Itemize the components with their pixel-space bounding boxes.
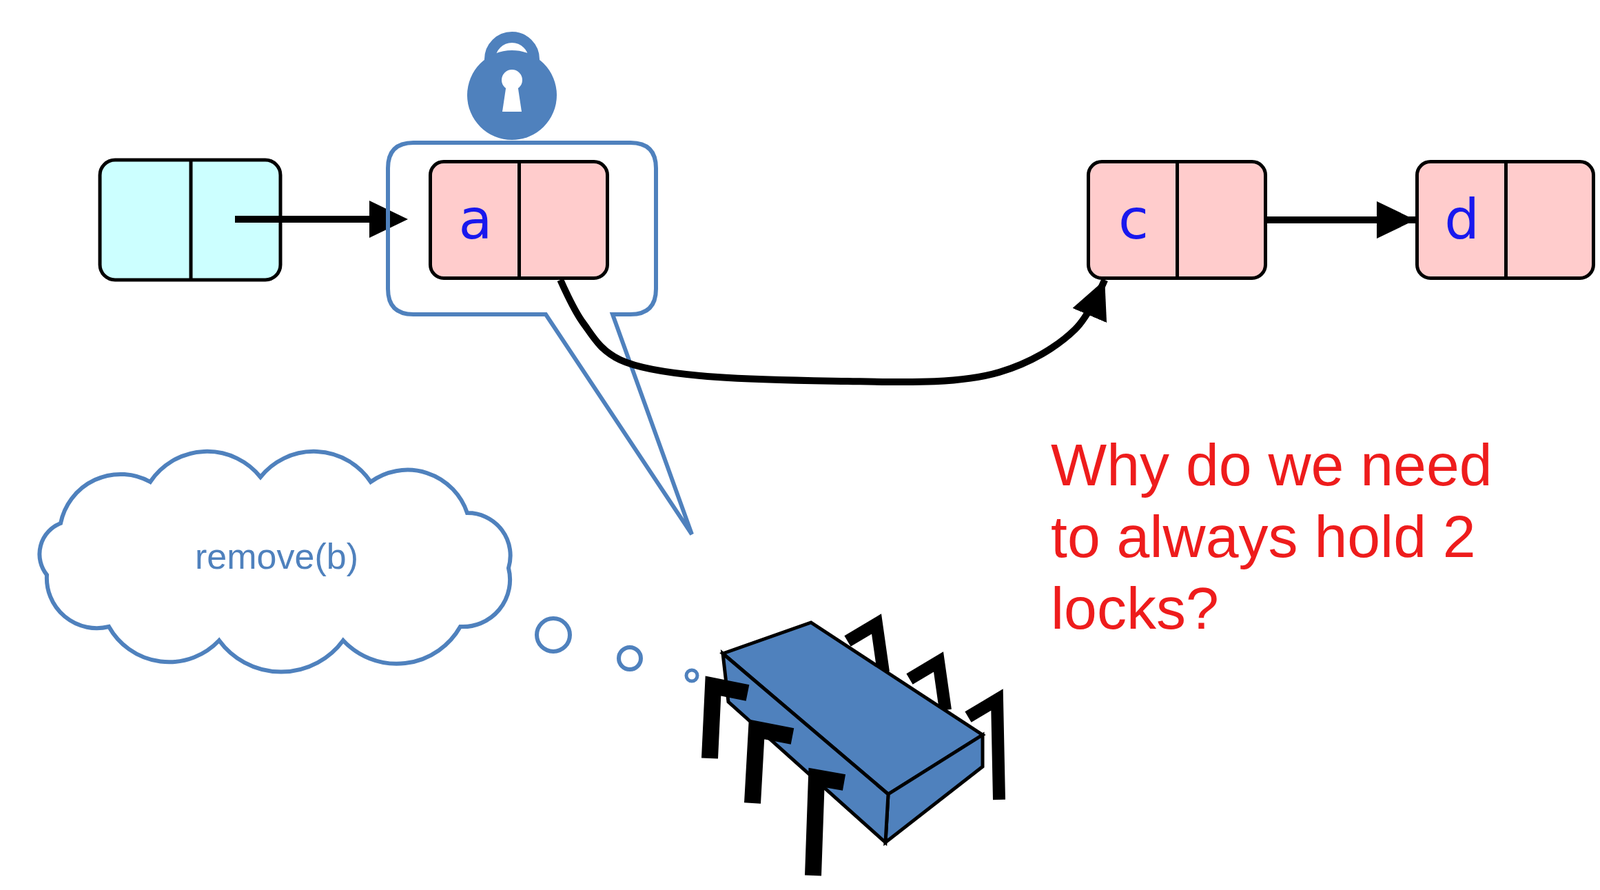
thought-bubble xyxy=(618,647,641,670)
cell-divider xyxy=(1175,163,1179,277)
pointer-arrow xyxy=(560,279,1105,382)
cell-divider xyxy=(189,159,193,280)
pointer-arrow xyxy=(234,215,373,223)
node-value: c xyxy=(1090,163,1177,277)
thread-body-side xyxy=(885,734,983,843)
node-value: a xyxy=(432,163,519,277)
list-node-box: c xyxy=(1086,159,1268,280)
pointer-arrow xyxy=(1267,216,1416,224)
thread-figure xyxy=(709,622,1000,876)
question-note: Why do we need to always hold 2 locks? xyxy=(1050,428,1534,644)
list-node-box: d xyxy=(1415,159,1596,280)
lock-body xyxy=(467,50,557,140)
thought-bubble xyxy=(536,618,570,652)
list-node-box: a xyxy=(428,159,610,280)
cell-divider xyxy=(517,163,521,277)
thread-leg xyxy=(752,729,793,803)
thread-body-front xyxy=(722,653,889,843)
node-value: d xyxy=(1418,163,1506,277)
lock-keyhole xyxy=(502,84,522,112)
thought-bubble xyxy=(686,669,698,681)
thread-leg xyxy=(709,685,748,758)
thought-cloud: remove(b) xyxy=(12,443,541,669)
thought-text: remove(b) xyxy=(12,443,541,669)
thread-leg xyxy=(813,777,845,876)
cell-divider xyxy=(1504,163,1508,277)
